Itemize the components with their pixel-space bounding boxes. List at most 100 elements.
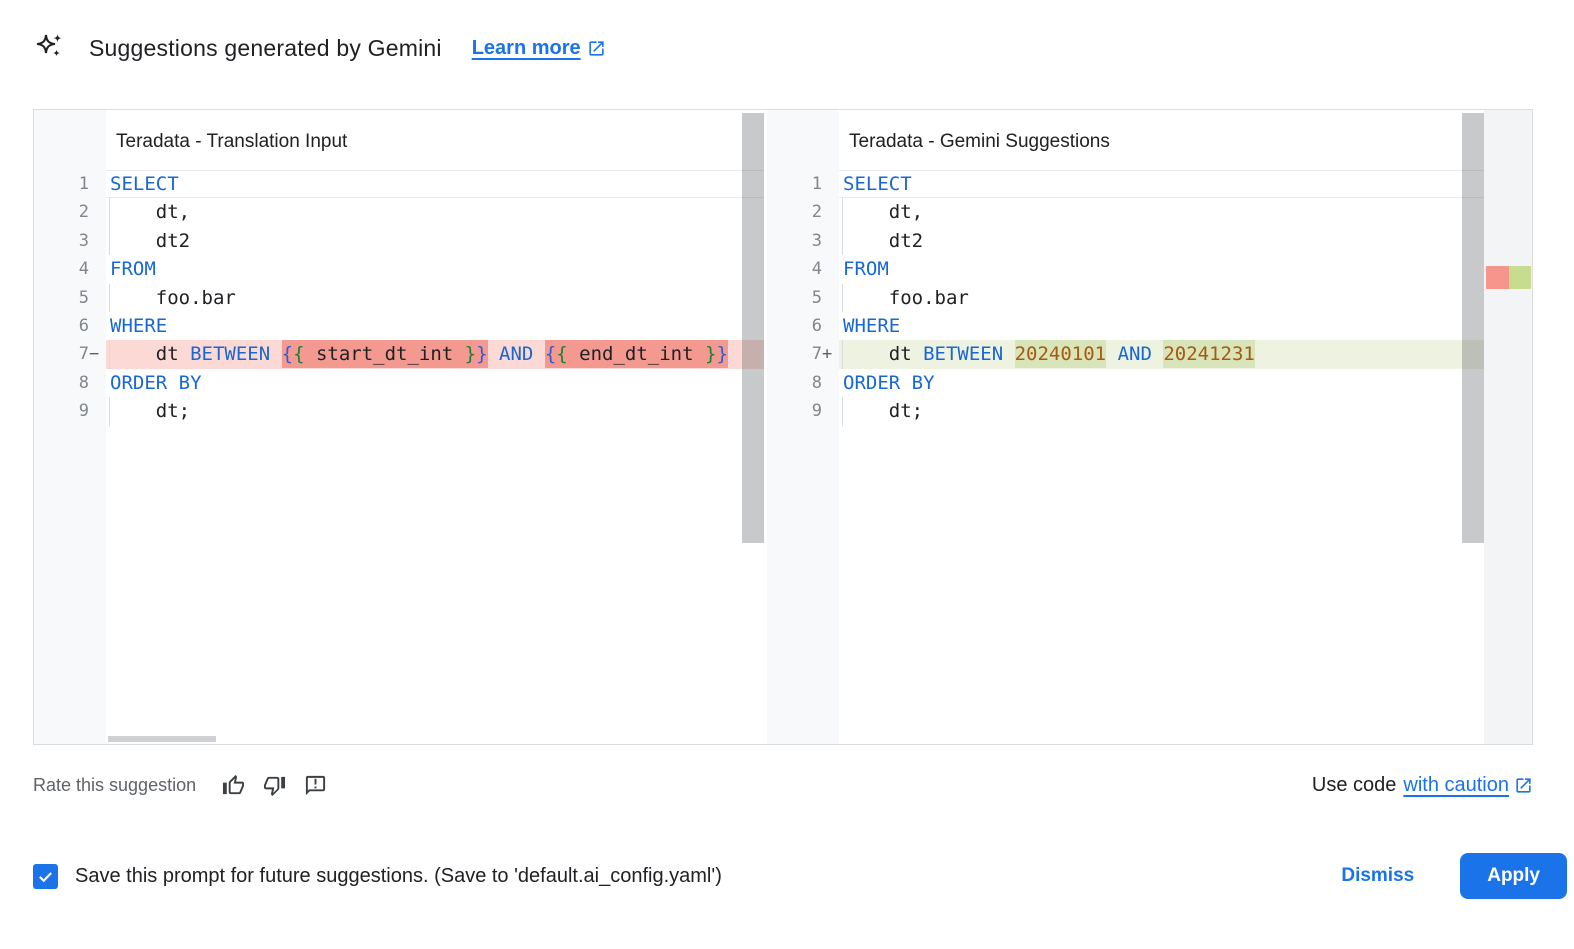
line-gutter: 1: [34, 170, 106, 198]
code-line-content: ORDER BY: [839, 369, 1484, 397]
indent-guide: [842, 397, 843, 426]
code-token: foo.bar: [110, 286, 236, 309]
code-line: 3 dt2: [34, 226, 764, 256]
code-line-content: FROM: [839, 255, 1484, 283]
diff-sign: [89, 170, 106, 198]
line-gutter: 5: [767, 284, 839, 312]
line-gutter: 6: [34, 312, 106, 340]
code-token: SELECT: [843, 173, 912, 195]
right-vertical-scrollbar[interactable]: [1462, 113, 1484, 543]
code-token: BETWEEN: [190, 343, 271, 366]
thumb-down-button[interactable]: [263, 774, 286, 797]
code-line: 5 foo.bar: [767, 283, 1484, 312]
diff-sign: [89, 397, 106, 425]
diff-sign: [822, 227, 839, 255]
line-gutter: 4: [34, 255, 106, 283]
diff-sign: [89, 227, 106, 255]
code-line: 9 dt;: [34, 397, 764, 426]
line-number-gutter: [767, 110, 839, 744]
learn-more-link[interactable]: Learn more: [472, 37, 606, 60]
diff-sign: [822, 198, 839, 226]
checkmark-icon: [39, 871, 52, 882]
code-token: BETWEEN: [923, 343, 1004, 366]
apply-button[interactable]: Apply: [1460, 853, 1567, 899]
external-link-icon: [1516, 777, 1531, 793]
line-number: 2: [811, 202, 822, 223]
line-gutter: 3: [34, 227, 106, 255]
line-gutter: 6: [767, 312, 839, 340]
diff-sign: [822, 397, 839, 425]
code-token: dt;: [843, 400, 924, 423]
code-token: dt,: [843, 201, 924, 224]
code-token: [1152, 343, 1163, 365]
gemini-suggestion-panel: Suggestions generated by Gemini Learn mo…: [33, 31, 1567, 900]
line-number-gutter: [34, 110, 106, 744]
thumb-down-icon: [264, 776, 286, 796]
code-token: dt: [843, 343, 924, 366]
code-token: dt2: [110, 229, 191, 252]
code-line: 2 dt,: [34, 198, 764, 227]
indent-guide: [842, 226, 843, 256]
line-number: 4: [811, 259, 822, 280]
indent-guide: [109, 226, 110, 256]
code-line-content: SELECT: [106, 170, 764, 198]
diff-changed-token: }: [476, 340, 488, 369]
code-line: 5 foo.bar: [34, 283, 764, 312]
code-line-content: dt BETWEEN 20240101 AND 20241231: [839, 340, 1484, 369]
panel-title-left: Teradata - Translation Input: [116, 131, 348, 152]
rate-label: Rate this suggestion: [33, 774, 197, 795]
code-token: [1106, 343, 1117, 365]
code-token: foo.bar: [843, 286, 969, 309]
code-line-content: dt2: [106, 226, 764, 256]
diff-changed-token: }: [705, 340, 717, 369]
indent-guide: [109, 397, 110, 426]
line-gutter: 5: [34, 284, 106, 312]
diff-changed-token: {: [556, 340, 568, 369]
diff-changed-token: 20240101: [1014, 340, 1107, 369]
line-gutter: 3: [767, 227, 839, 255]
thumb-up-button[interactable]: [222, 774, 245, 797]
external-link-icon: [589, 40, 604, 56]
line-number: 1: [78, 174, 89, 194]
code-token: dt;: [110, 400, 191, 423]
with-caution-link[interactable]: with caution: [1403, 774, 1533, 797]
left-horizontal-scrollbar[interactable]: [108, 736, 216, 742]
diff-sign: [89, 312, 106, 340]
save-prompt-checkbox[interactable]: [33, 863, 58, 889]
code-token: dt: [110, 343, 191, 366]
diff-changed-token: {: [293, 340, 305, 369]
diff-sign: [822, 255, 839, 283]
dismiss-button[interactable]: Dismiss: [1331, 857, 1424, 895]
feedback-button[interactable]: [304, 774, 327, 797]
line-number: 3: [811, 230, 822, 251]
left-vertical-scrollbar[interactable]: [742, 113, 764, 543]
panel-title-right: Teradata - Gemini Suggestions: [849, 131, 1110, 152]
diff-changed-token: {: [281, 340, 294, 369]
line-gutter: 7+: [767, 340, 839, 368]
code-token: ORDER BY: [110, 371, 202, 394]
code-line: 8 ORDER BY: [34, 369, 764, 397]
diff-overview-ruler: [1484, 110, 1532, 744]
diff-sign: +: [822, 344, 833, 365]
diff-sign: [89, 284, 106, 312]
footer-row: Rate this suggestion Use code with cauti…: [33, 767, 1533, 803]
diff-sign: [822, 284, 839, 312]
line-number: 8: [78, 372, 89, 393]
diff-sign: [89, 255, 106, 283]
line-gutter: 4: [767, 255, 839, 283]
line-number: 6: [811, 315, 822, 336]
code-token: dt,: [110, 201, 191, 224]
line-number: 8: [811, 372, 822, 393]
diff-sign: [822, 312, 839, 340]
save-prompt-label: Save this prompt for future suggestions.…: [75, 864, 722, 887]
thumb-up-icon: [223, 774, 245, 794]
diff-changed-token: end_dt_int: [567, 340, 705, 369]
diff-sign: [822, 170, 839, 198]
